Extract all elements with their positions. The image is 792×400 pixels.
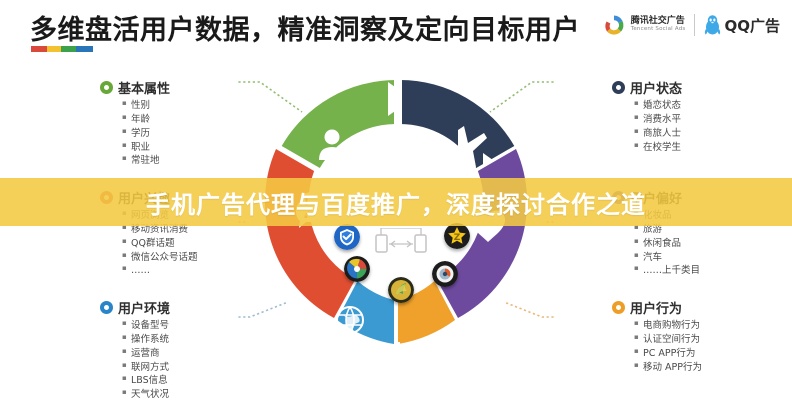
camera-lens-icon — [432, 261, 458, 287]
accent-segment-yellow — [47, 46, 61, 52]
device-sync-icon — [374, 227, 428, 254]
category-items: 电商购物行为 认证空间行为 PC APP行为 移动 APP行为 — [612, 318, 762, 375]
tencent-lotus-icon — [602, 13, 626, 37]
list-item: 旅游 — [634, 222, 762, 237]
list-item: 电商购物行为 — [634, 318, 762, 333]
list-item: 常驻地 — [122, 153, 250, 168]
wheel-segment-people — [281, 80, 412, 168]
list-item: 移动资讯消费 — [122, 222, 250, 237]
overlay-banner: 手机广告代理与百度推广，深度探讨合作之道 — [0, 178, 792, 226]
accent-color-bar — [31, 46, 93, 52]
list-item: 商旅人士 — [634, 126, 762, 141]
list-item: 学历 — [122, 126, 250, 141]
category-group-behavior: 用户行为 电商购物行为 认证空间行为 PC APP行为 移动 APP行为 — [612, 298, 762, 374]
category-title: 基本属性 — [118, 82, 171, 97]
list-item: 运营商 — [122, 346, 250, 361]
overlay-banner-text: 手机广告代理与百度推广，深度探讨合作之道 — [146, 190, 646, 219]
list-item: 认证空间行为 — [634, 332, 762, 347]
list-item: 汽车 — [634, 250, 762, 265]
tencent-social-ads-logo: 腾讯社交广告 Tencent Social Ads — [602, 13, 686, 37]
gold-swirl-icon — [388, 277, 414, 303]
category-group-environment: 用户环境 设备型号 操作系统 运营商 联网方式 LBS信息 天气状况 — [100, 298, 250, 400]
list-item: …… — [122, 263, 250, 278]
qq-penguin-icon — [704, 14, 721, 36]
shield-check-icon — [334, 224, 360, 250]
category-items: 设备型号 操作系统 运营商 联网方式 LBS信息 天气状况 — [100, 318, 250, 400]
tencent-brand-name-en: Tencent Social Ads — [630, 25, 686, 32]
qq-ads-label: QQ广告 — [724, 16, 780, 35]
accent-segment-green — [60, 46, 76, 52]
category-title: 用户行为 — [630, 302, 683, 317]
category-title: 用户状态 — [630, 82, 683, 97]
category-marker-icon — [612, 301, 625, 314]
list-item: ……上千类目 — [634, 263, 762, 278]
list-item: 婚恋状态 — [634, 98, 762, 113]
category-marker-icon — [100, 81, 113, 94]
list-item: LBS信息 — [122, 373, 250, 388]
category-header: 用户行为 — [612, 298, 762, 317]
list-item: 天气状况 — [122, 387, 250, 400]
brand-divider — [694, 14, 696, 36]
category-group-basic: 基本属性 性别 年龄 学历 职业 常驻地 — [100, 78, 250, 168]
list-item: 消费水平 — [634, 112, 762, 127]
list-item: QQ群话题 — [122, 236, 250, 251]
wheel-icon-shopping-cart — [408, 334, 444, 392]
category-header: 用户状态 — [612, 78, 762, 97]
category-header: 基本属性 — [100, 78, 250, 97]
category-items: 婚恋状态 消费水平 商旅人士 在校学生 — [612, 98, 762, 155]
multicolor-ball-icon — [344, 256, 370, 282]
list-item: 微信公众号话题 — [122, 250, 250, 265]
wheel-icon-airplane — [440, 126, 487, 174]
brand-logos: 腾讯社交广告 Tencent Social Ads QQ广告 — [602, 10, 780, 40]
qq-ads-logo: QQ广告 — [704, 14, 780, 36]
list-item: 设备型号 — [122, 318, 250, 333]
list-item: 联网方式 — [122, 360, 250, 375]
category-items: 性别 年龄 学历 职业 常驻地 — [100, 98, 250, 168]
list-item: 操作系统 — [122, 332, 250, 347]
page-title: 多维盘活用户数据，精准洞察及定向目标用户 — [30, 15, 580, 46]
category-header: 用户环境 — [100, 298, 250, 317]
wheel-segment-shopping — [398, 281, 455, 344]
accent-segment-red — [31, 46, 48, 52]
list-item: 年龄 — [122, 112, 250, 127]
list-item: PC APP行为 — [634, 346, 762, 361]
category-title: 用户环境 — [118, 302, 171, 317]
list-item: 移动 APP行为 — [634, 360, 762, 375]
list-item: 性别 — [122, 98, 250, 113]
accent-segment-blue — [75, 46, 93, 52]
svg-text:Z: Z — [454, 233, 461, 243]
wheel-icon-people — [319, 129, 358, 164]
wheel-icon-shopping-cart-glyph — [439, 330, 474, 358]
category-marker-icon — [100, 301, 113, 314]
category-group-status: 用户状态 婚恋状态 消费水平 商旅人士 在校学生 — [612, 78, 762, 154]
qzone-star-icon: Z — [444, 223, 470, 249]
category-marker-icon — [612, 81, 625, 94]
list-item: 休闲食品 — [634, 236, 762, 251]
wheel-icon-globe — [336, 306, 364, 335]
list-item: 在校学生 — [634, 140, 762, 155]
tencent-brand-name-cn: 腾讯社交广告 — [630, 16, 685, 27]
list-item: 职业 — [122, 140, 250, 155]
